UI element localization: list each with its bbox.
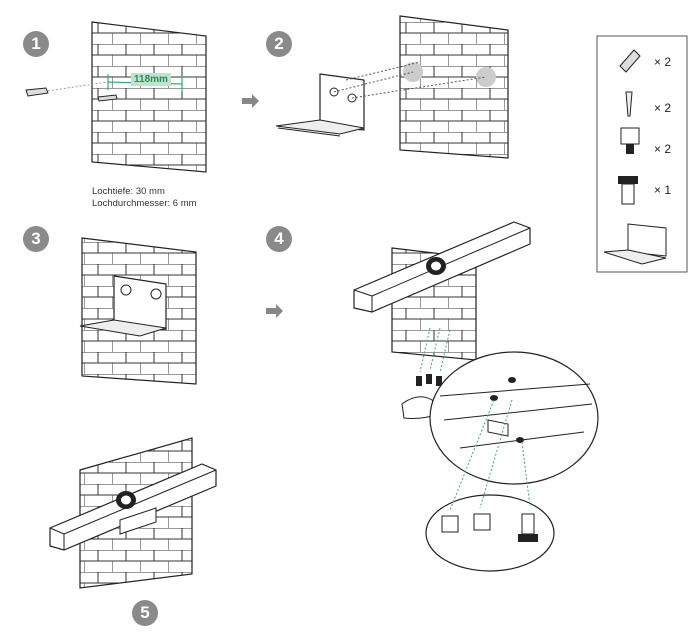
screw-qty: × 2 (654, 101, 672, 115)
step-3-badge: 3 (23, 226, 49, 252)
step2-wall (399, 15, 509, 159)
step2-screw-guides (333, 61, 496, 99)
step-4-badge: 4 (266, 226, 292, 252)
wall-bracket-icon (603, 223, 667, 265)
thumb-screw-qty: × 1 (654, 183, 672, 197)
screw-icon (625, 91, 633, 117)
step1-wall (91, 21, 207, 173)
step3-bracket (79, 275, 167, 337)
step-5-badge: 5 (132, 600, 158, 626)
hole-diameter-note: Lochdurchmesser: 6 mm (92, 198, 197, 209)
step1-anchor (25, 87, 118, 102)
dimension-label: 118mm (131, 73, 171, 86)
step4-fasteners (401, 327, 451, 419)
clip-screw-icon (620, 127, 640, 154)
step-2-badge: 2 (266, 31, 292, 57)
anchor-qty: × 2 (654, 55, 672, 69)
step2-bracket (275, 73, 365, 137)
step4-soundbar (353, 221, 531, 313)
arrow-step1-to-2 (242, 94, 259, 108)
step4-detail-callout (425, 351, 599, 572)
arrow-step3-to-4 (266, 304, 283, 318)
thumb-screw-icon (618, 176, 638, 205)
hole-depth-note: Lochtiefe: 30 mm (92, 186, 165, 197)
wall-anchor-icon (619, 49, 641, 73)
step5-soundbar (49, 463, 217, 551)
step-1-badge: 1 (23, 31, 49, 57)
clip-screw-qty: × 2 (654, 142, 672, 156)
